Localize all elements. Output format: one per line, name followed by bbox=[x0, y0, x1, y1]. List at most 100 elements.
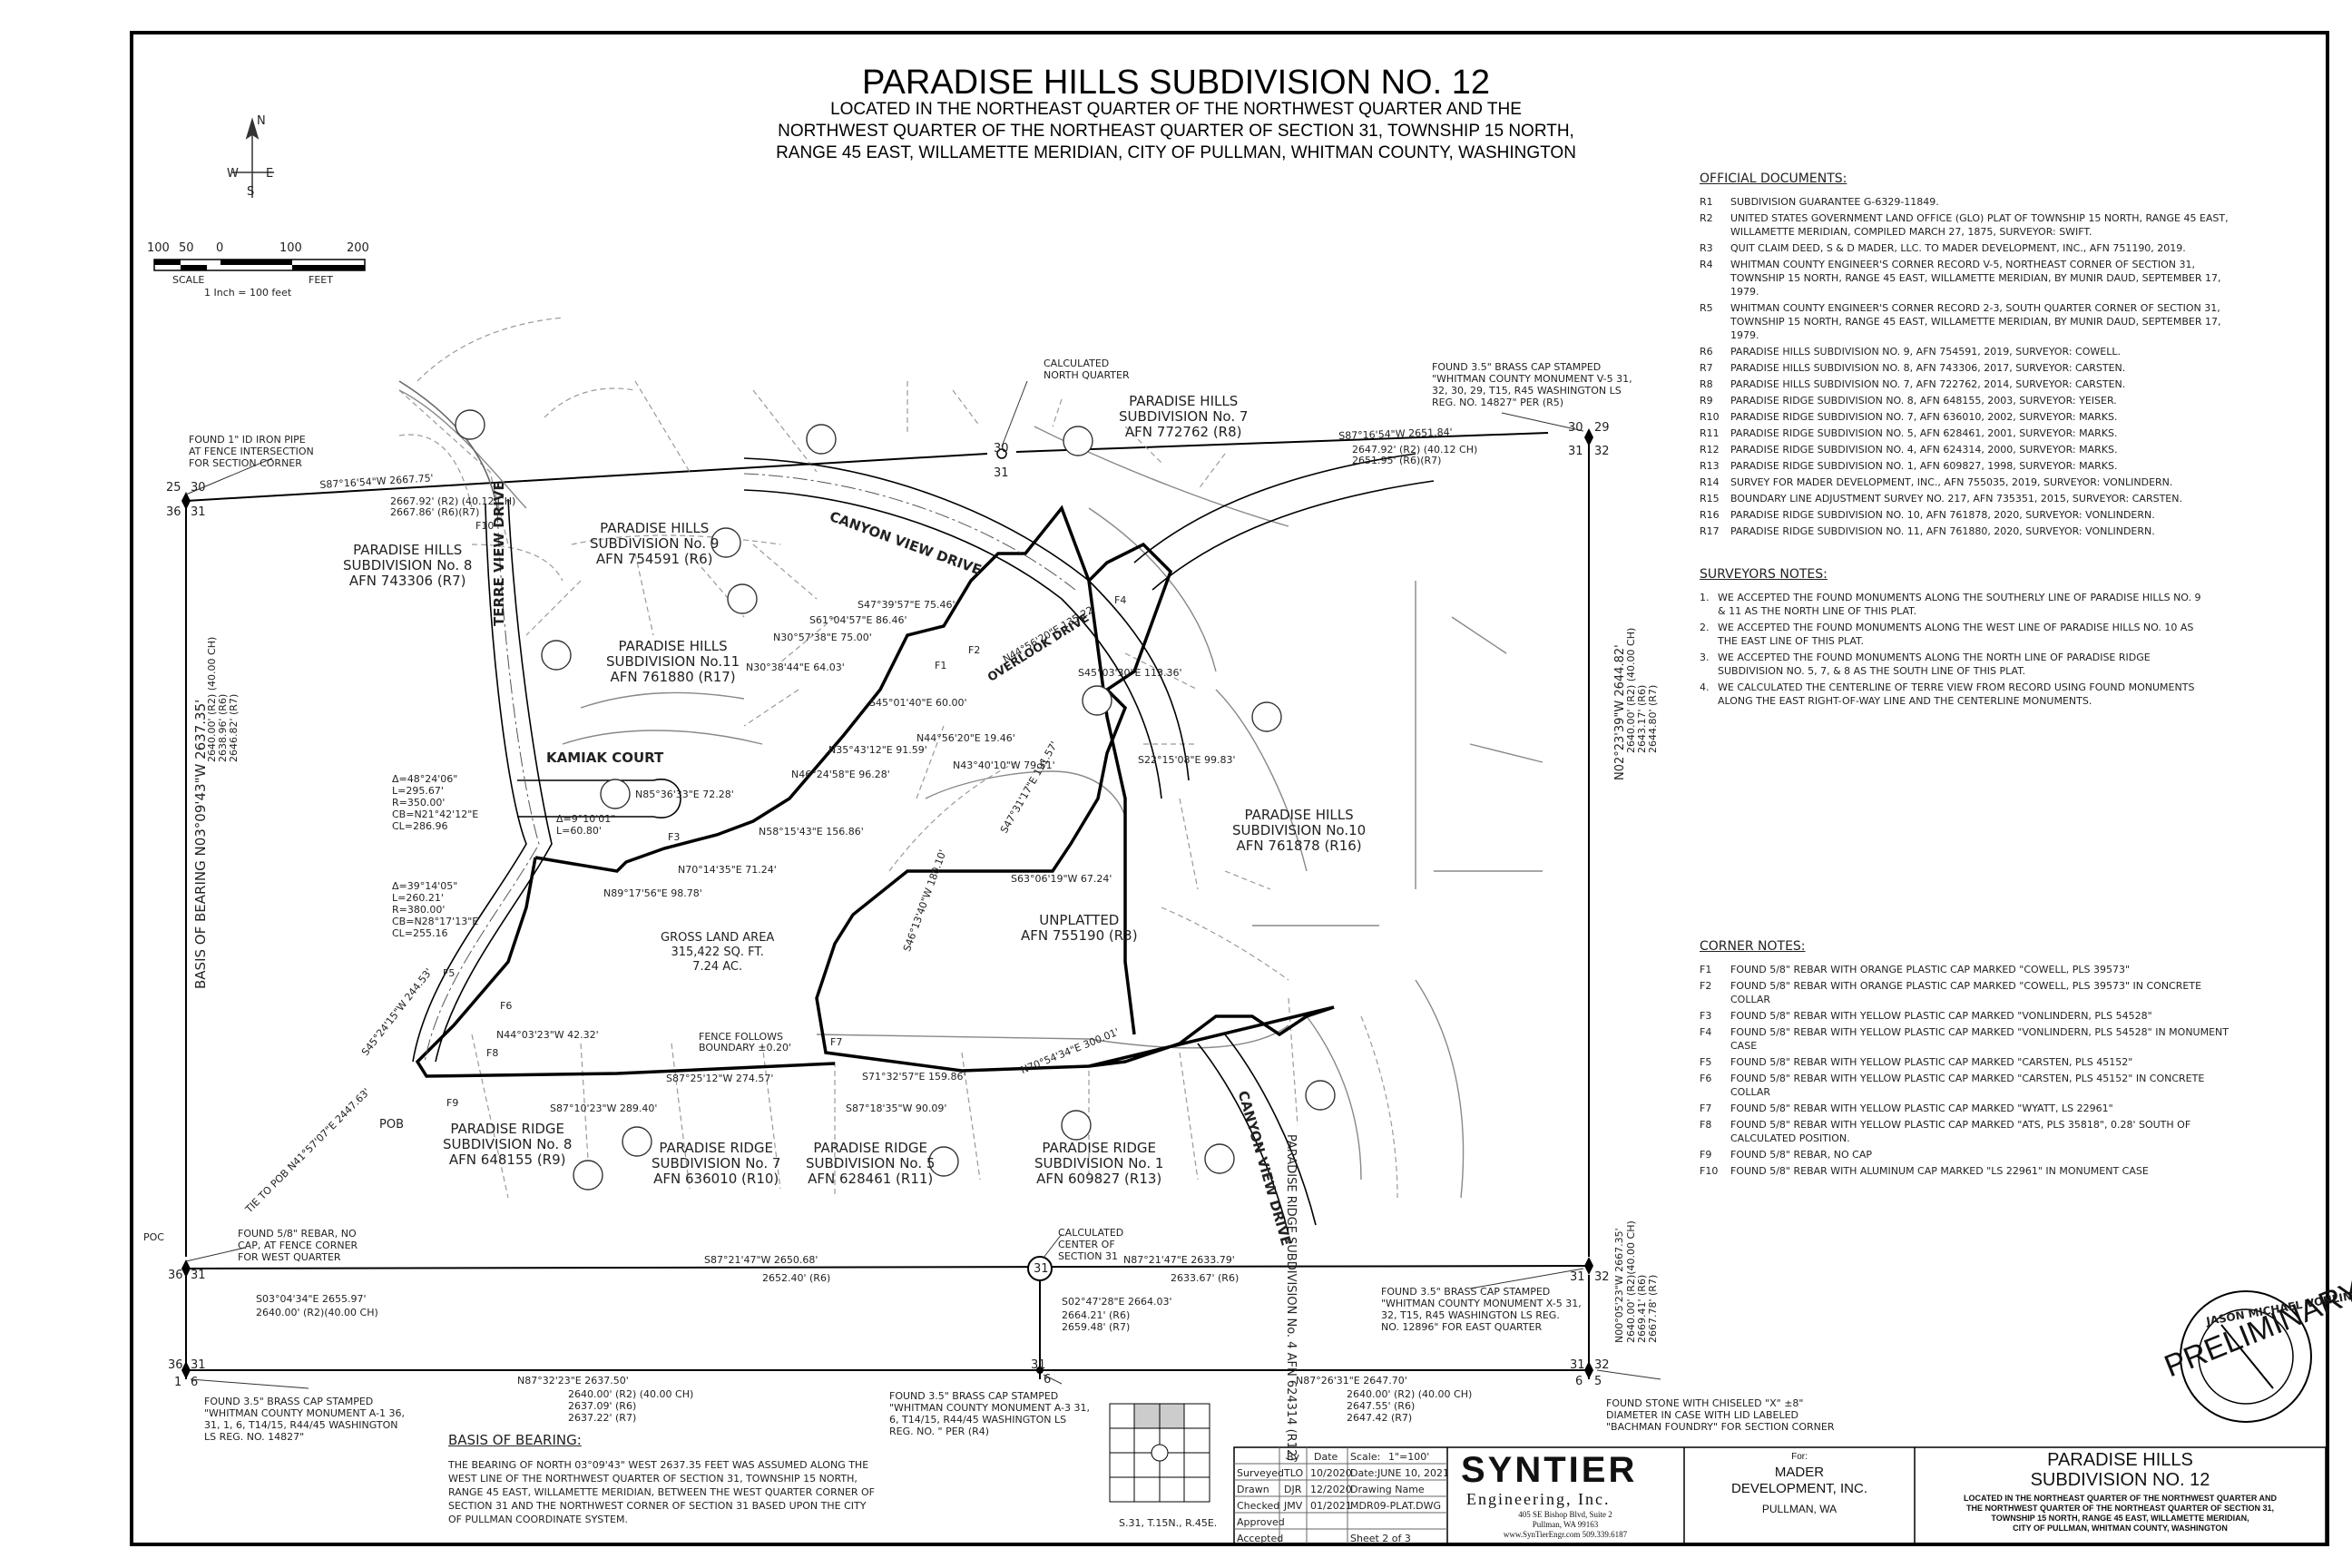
monument-note: FOUND 3.5" BRASS CAP STAMPED"WHITMAN COU… bbox=[1381, 1286, 1582, 1333]
sheet-subtitle: LOCATED IN THE NORTHEAST QUARTER OF THE … bbox=[1964, 1494, 2277, 1533]
plat-boundary-west bbox=[415, 857, 836, 1078]
title-line-3: RANGE 45 EAST, WILLAMETTE MERIDIAN, CITY… bbox=[776, 143, 1576, 162]
basis-of-bearing: BASIS OF BEARING: THE BEARING OF NORTH 0… bbox=[448, 1434, 884, 1526]
doc-key: R1 bbox=[1700, 196, 1713, 208]
tb-head: 1"=100' bbox=[1388, 1451, 1430, 1463]
doc-key: R13 bbox=[1700, 460, 1720, 472]
doc-key: R11 bbox=[1700, 427, 1720, 439]
doc-text: WHITMAN COUNTY ENGINEER'S CORNER RECORD … bbox=[1730, 259, 2221, 298]
doc-text: PARADISE HILLS SUBDIVISION NO. 9, AFN 75… bbox=[1730, 346, 2121, 358]
tb-cell: Drawing Name bbox=[1350, 1484, 1425, 1495]
bearing-label: S71°32'57"E 159.86' bbox=[862, 1071, 966, 1083]
doc-text: UNITED STATES GOVERNMENT LAND OFFICE (GL… bbox=[1730, 212, 2229, 238]
section-number: 30 bbox=[1568, 421, 1583, 435]
doc-text: PARADISE HILLS SUBDIVISION NO. 7, AFN 72… bbox=[1730, 378, 2126, 390]
firm-subtitle: Engineering, Inc. bbox=[1466, 1490, 1611, 1508]
corner-key: F3 bbox=[1700, 1010, 1712, 1022]
west-record: 2640.00' (R2) (40.00 CH)2638.96' (R6)264… bbox=[206, 636, 240, 762]
section-number: 30 bbox=[994, 442, 1009, 456]
doc-key: R10 bbox=[1700, 411, 1720, 423]
scale-tick-50: 50 bbox=[179, 241, 194, 255]
corner-ref: F8 bbox=[486, 1047, 499, 1059]
section-number: 5 bbox=[1594, 1375, 1602, 1388]
corner-text: FOUND 5/8" REBAR WITH YELLOW PLASTIC CAP… bbox=[1730, 1026, 2229, 1052]
tb-cell: Date: bbox=[1350, 1467, 1377, 1479]
section-number: 36 bbox=[168, 1358, 183, 1372]
doc-text: PARADISE RIDGE SUBDIVISION NO. 11, AFN 7… bbox=[1730, 525, 2155, 537]
scale-tick-100b: 100 bbox=[279, 241, 302, 255]
basis-line: THE BEARING OF NORTH 03°09'43" WEST 2637… bbox=[448, 1459, 869, 1471]
title-block-table bbox=[1234, 1447, 1447, 1544]
bearing-label: S45°01'40"E 60.00' bbox=[869, 697, 967, 709]
tb-cell: Approved bbox=[1237, 1516, 1285, 1528]
doc-text: PARADISE RIDGE SUBDIVISION NO. 7, AFN 63… bbox=[1730, 411, 2118, 423]
section-number: 29 bbox=[1594, 421, 1610, 435]
corner-ref: F5 bbox=[443, 967, 456, 979]
corner-key: F9 bbox=[1700, 1149, 1712, 1161]
note-number: 3. bbox=[1700, 652, 1710, 663]
section-corner-markers bbox=[181, 428, 1593, 1379]
doc-text: PARADISE RIDGE SUBDIVISION NO. 10, AFN 7… bbox=[1730, 509, 2155, 521]
canyon-view-drive-south bbox=[1197, 1034, 1317, 1235]
section-number: 31 bbox=[191, 505, 206, 519]
scale-label: SCALE bbox=[172, 274, 205, 286]
note-number: 4. bbox=[1700, 681, 1710, 693]
client-city: PULLMAN, WA bbox=[1761, 1503, 1838, 1515]
corner-text: FOUND 5/8" REBAR WITH YELLOW PLASTIC CAP… bbox=[1730, 1102, 2113, 1114]
bearing-label: S22°15'08"E 99.83' bbox=[1138, 754, 1236, 766]
section-bearing: N00°05'23"W 2667.35' bbox=[1613, 1228, 1625, 1343]
doc-key: R12 bbox=[1700, 444, 1720, 456]
corner-ref: F3 bbox=[668, 831, 681, 843]
bearing-label: S61°04'57"E 86.46' bbox=[809, 614, 907, 626]
firm-logo: SYNTIER bbox=[1461, 1450, 1638, 1490]
corner-ref: F10 bbox=[475, 520, 495, 532]
corner-text: FOUND 5/8" REBAR WITH YELLOW PLASTIC CAP… bbox=[1730, 1010, 2152, 1022]
bearing-label: S87°10'23"W 289.40' bbox=[550, 1102, 658, 1114]
corner-key: F10 bbox=[1700, 1165, 1719, 1177]
doc-key: R5 bbox=[1700, 302, 1713, 314]
official-documents-heading: OFFICIAL DOCUMENTS: bbox=[1700, 172, 1847, 186]
section-number-center: 31 bbox=[1034, 1262, 1049, 1276]
section-record: 2633.67' (R6) bbox=[1171, 1272, 1240, 1284]
south-label: S bbox=[247, 185, 255, 199]
section-record: 2652.40' (R6) bbox=[762, 1272, 831, 1284]
basis-line: RANGE 45 EAST, WILLAMETTE MERIDIAN, BETW… bbox=[448, 1486, 876, 1498]
west-label: W bbox=[227, 167, 239, 181]
doc-key: R7 bbox=[1700, 362, 1713, 374]
section-number: 31 bbox=[1568, 445, 1583, 458]
bearing-label: S47°39'57"E 75.46' bbox=[858, 599, 956, 611]
tb-cell: TLO bbox=[1284, 1467, 1304, 1479]
note-number: 1. bbox=[1700, 592, 1710, 603]
scale-ratio: 1 Inch = 100 feet bbox=[204, 287, 292, 299]
section-record: 2640.00' (R2) (40.00 CH)2647.55' (R6)264… bbox=[1347, 1388, 1473, 1424]
monument-note: FOUND STONE WITH CHISELED "X" ±8"DIAMETE… bbox=[1606, 1397, 1835, 1433]
doc-key: R3 bbox=[1700, 242, 1713, 254]
doc-key: R17 bbox=[1700, 525, 1720, 537]
surveyor-stamp bbox=[2180, 1290, 2312, 1423]
basis-heading: BASIS OF BEARING: bbox=[448, 1432, 582, 1448]
doc-text: QUIT CLAIM DEED, S & D MADER, LLC. TO MA… bbox=[1730, 242, 2186, 254]
section-number: 31 bbox=[191, 1269, 206, 1282]
note-text: WE ACCEPTED THE FOUND MONUMENTS ALONG TH… bbox=[1718, 622, 2194, 647]
basis-line: WEST LINE OF THE NORTHWEST QUARTER OF SE… bbox=[448, 1473, 858, 1485]
corner-key: F5 bbox=[1700, 1056, 1712, 1068]
tb-cell: 12/2020 bbox=[1310, 1484, 1352, 1495]
curve-data: Δ=9°10'01"L=60.80' bbox=[556, 813, 616, 837]
section-bearing: S03°04'34"E 2655.97' bbox=[256, 1293, 367, 1305]
note-text: WE CALCULATED THE CENTERLINE OF TERRE VI… bbox=[1718, 681, 2195, 707]
bearing-label: N35°43'12"E 91.59' bbox=[828, 744, 927, 756]
doc-text: PARADISE RIDGE SUBDIVISION NO. 8, AFN 64… bbox=[1730, 395, 2117, 407]
corner-key: F1 bbox=[1700, 964, 1712, 975]
tb-cell: 10/2020 bbox=[1310, 1467, 1352, 1479]
scale-tick-100a: 100 bbox=[147, 241, 170, 255]
surveyors-notes-heading: SURVEYORS NOTES: bbox=[1700, 567, 1828, 582]
section-record: 2640.00' (R2)(40.00 CH)2669.41' (R6)2667… bbox=[1625, 1220, 1659, 1343]
